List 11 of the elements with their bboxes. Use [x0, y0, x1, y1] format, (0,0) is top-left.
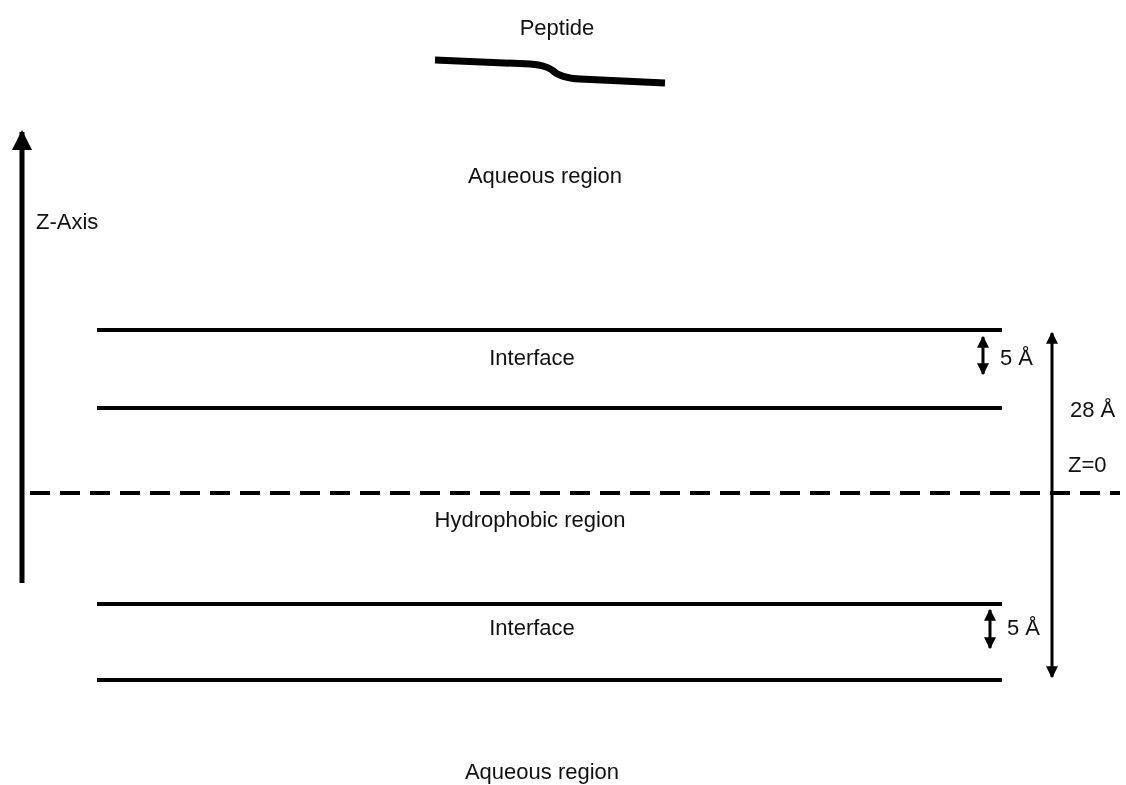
region-label: Interface: [489, 345, 575, 371]
region-label: Aqueous region: [464, 759, 620, 785]
region-label: Hydrophobic region: [434, 507, 626, 533]
axis-label: Z-Axis: [36, 209, 99, 235]
dimension-label: 5 Å: [1000, 345, 1034, 371]
dimension-label: 5 Å: [1007, 615, 1041, 641]
label: Peptide: [519, 15, 595, 41]
region-label: Aqueous region: [467, 163, 623, 189]
axis-label: Z=0: [1068, 452, 1107, 478]
dimension-label: 28 Å: [1070, 397, 1116, 423]
region-label: Interface: [489, 615, 575, 641]
